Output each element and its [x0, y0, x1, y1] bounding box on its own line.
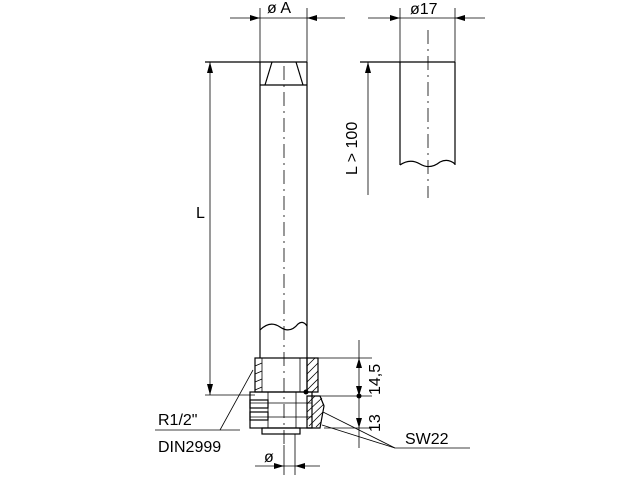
min-length-label: L > 100	[344, 122, 361, 175]
thread-callout: R1/2" DIN2999	[155, 369, 254, 456]
standard-label: DIN2999	[158, 439, 221, 456]
diameter-a-label: ø A	[267, 0, 291, 17]
wrench-size-callout: SW22	[321, 411, 470, 449]
detail-tube: ø17 L > 100	[344, 1, 485, 198]
diameter-17-label: ø17	[410, 1, 438, 18]
dimension-length-L: L	[196, 62, 255, 396]
bottom-diameter-label: ø	[264, 449, 274, 466]
dimension-14-5: 14,5	[367, 364, 384, 395]
main-tube	[205, 8, 345, 445]
wrench-size-label: SW22	[405, 431, 449, 448]
length-label: L	[196, 205, 205, 222]
dimension-bottom-diameter: ø	[255, 434, 320, 475]
thread-label: R1/2"	[158, 412, 197, 429]
dimension-right-column: 14,5 13	[318, 340, 384, 448]
dimension-13: 13	[367, 414, 384, 432]
